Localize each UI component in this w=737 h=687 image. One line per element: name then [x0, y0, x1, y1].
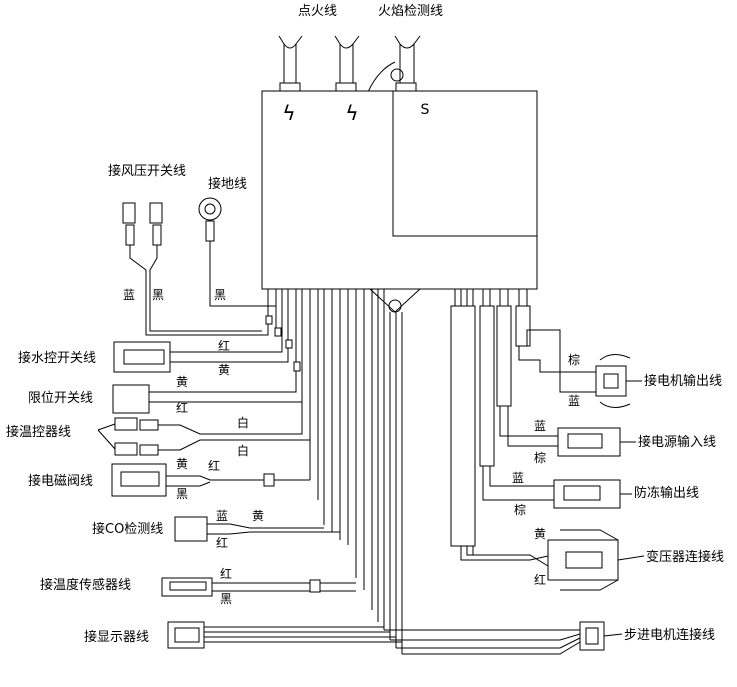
limit-switch-label: 限位开关线: [28, 391, 93, 406]
antifreeze-output-connector: [553, 479, 621, 509]
wire-color-yellow: 黄: [218, 363, 230, 377]
wire-color-white: 白: [237, 415, 249, 430]
transformer-label: 变压器连接线: [646, 549, 724, 565]
wire-color-black: 黑: [152, 288, 164, 302]
ignition-symbol-2: ϟ: [345, 101, 358, 125]
motor-output-label: 接电机输出线: [644, 373, 722, 389]
wire-color-brown: 棕: [568, 352, 580, 367]
temp-sensor-connector: [161, 577, 356, 597]
wire-color-blue: 蓝: [123, 288, 135, 302]
wire-color-yellow: 黄: [252, 509, 264, 523]
wire-color-red: 红: [208, 458, 220, 473]
co-detect-connector: [174, 516, 340, 542]
power-input-connector: [557, 427, 621, 457]
transformer-connector: [547, 529, 619, 591]
motor-output-connector: [595, 354, 631, 408]
limit-switch-connector: [112, 371, 302, 414]
top-leads: [278, 35, 421, 94]
air-pressure-switch-label: 接风压开关线: [108, 163, 186, 179]
air-pressure-switch-connector: [122, 202, 269, 336]
wire-color-red: 红: [534, 572, 546, 587]
water-switch-connector: [113, 340, 289, 373]
wire-color-yellow: 黄: [534, 527, 546, 541]
wire-color-red: 红: [216, 535, 228, 550]
wire-color-white: 白: [237, 443, 249, 458]
co-detect-label: 接CO检测线: [92, 521, 163, 537]
temp-sensor-label: 接温度传感器线: [40, 577, 131, 593]
wire-color-blue: 蓝: [216, 509, 228, 523]
wire-color-brown: 棕: [534, 450, 546, 465]
sensor-symbol: S: [421, 102, 430, 118]
wire-color-yellow: 黄: [176, 375, 188, 389]
flame-detect-label: 火焰检测线: [378, 4, 443, 19]
thermostat-label: 接温控器线: [6, 424, 71, 440]
ignition-symbol-1: ϟ: [282, 101, 295, 125]
wire-color-brown: 棕: [514, 502, 526, 517]
ground-label: 接地线: [208, 176, 247, 192]
wire-color-yellow: 黄: [176, 457, 188, 471]
ignition-label: 点火线: [298, 4, 337, 19]
wire-color-black: 黑: [176, 487, 188, 501]
right-bundle: [384, 289, 598, 655]
solenoid-valve-connector: [111, 463, 310, 497]
wire-color-blue: 蓝: [534, 419, 546, 433]
display-connector: [167, 621, 402, 649]
display-label: 接显示器线: [84, 629, 149, 645]
antifreeze-output-label: 防冻输出线: [634, 485, 699, 501]
wire-color-black: 黑: [214, 288, 226, 302]
solenoid-valve-label: 接电磁阀线: [28, 473, 93, 489]
wire-color-red: 红: [218, 338, 230, 353]
stepper-motor-label: 步进电机连接线: [624, 627, 715, 643]
wire-color-red: 红: [220, 566, 232, 581]
controller-box: ϟ ϟ S: [261, 90, 538, 313]
ground-lug: [198, 197, 277, 328]
water-switch-label: 接水控开关线: [18, 350, 96, 366]
wire-color-black: 黑: [220, 592, 232, 606]
right-leaders: [603, 380, 645, 637]
wire-color-red: 红: [176, 400, 188, 415]
thermostat-connectors: [97, 417, 310, 456]
stepper-motor-connector: [579, 621, 605, 651]
power-input-label: 接电源输入线: [638, 434, 716, 450]
wire-color-blue: 蓝: [568, 394, 580, 408]
left-bundle: [265, 289, 403, 654]
wire-color-blue: 蓝: [512, 471, 524, 485]
